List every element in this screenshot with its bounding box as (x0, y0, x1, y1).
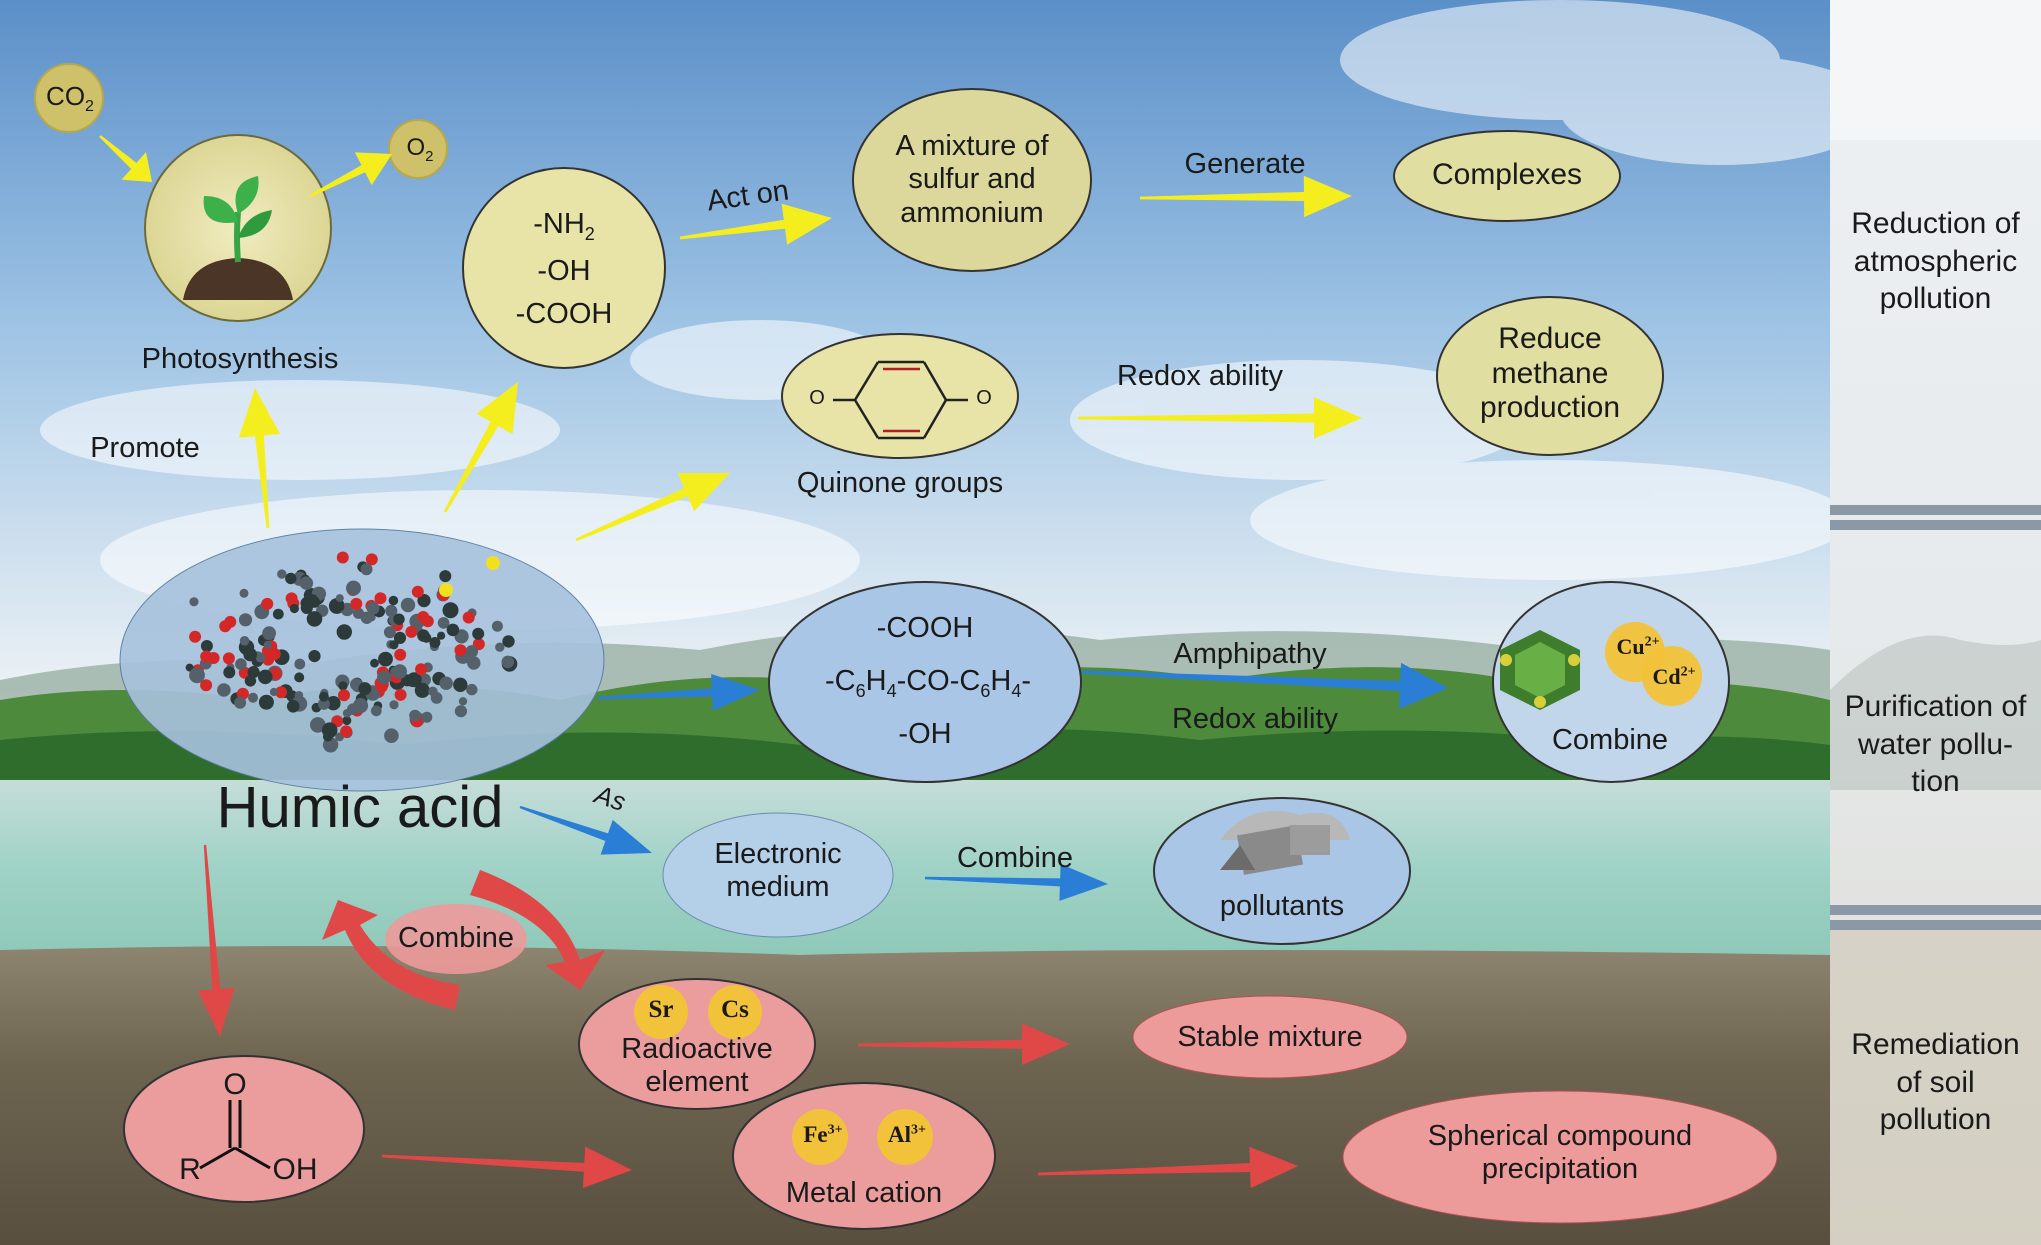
o2-node (388, 119, 448, 179)
water-groups-node (768, 581, 1082, 783)
stable-mixture-label: Stable mixture (1177, 1021, 1363, 1053)
stable-mixture-node (1132, 995, 1408, 1079)
complexes-label: Complexes (1431, 158, 1583, 191)
humic-molecule-icon (185, 551, 518, 753)
carboxyl-o: O (223, 1068, 247, 1101)
carboxyl-oh: OH (272, 1153, 318, 1186)
sidebar-divider (1830, 505, 2041, 515)
oh-label: -OH (537, 255, 591, 287)
fe-badge (792, 1109, 848, 1165)
pollutants-icon (1220, 810, 1350, 875)
curved-arrow-up (322, 900, 460, 1010)
sr-badge (634, 985, 688, 1039)
carboxyl-r: R (179, 1153, 201, 1186)
yellow-arrows (99, 135, 1362, 542)
arrow-humic-to-quinone (575, 473, 730, 542)
photosynthesis-label: Photosynthesis (141, 343, 339, 375)
al-badge (877, 1109, 933, 1165)
arrow-amphipathy (1081, 662, 1448, 709)
arrow-co2-to-plant (99, 135, 152, 182)
arrow-carboxyl-to-metal (381, 1146, 632, 1188)
complexes-node (1393, 130, 1621, 222)
spherical-label: Spherical compound precipitation (1427, 1120, 1693, 1186)
spherical-node (1342, 1090, 1778, 1224)
soil-combine-label: Combine (397, 922, 515, 954)
arrow-humic-to-water-groups (597, 673, 760, 711)
functional-groups-node (462, 167, 666, 369)
water-chain-label: -C6H4-CO-C6H4- (824, 665, 1031, 701)
reduce-methane-label: Reduce methane production (1479, 322, 1621, 424)
al-label: Al3+ (888, 1122, 926, 1147)
arrow-plant-to-o2 (309, 152, 392, 198)
metal-cation-label: Metal cation (785, 1177, 943, 1209)
sidebar-water-label: Purification of water pollu- tion (1844, 690, 2027, 798)
cooh-label: -COOH (515, 298, 613, 330)
fe-label: Fe3+ (803, 1122, 843, 1147)
sidebar-divider (1830, 905, 2041, 915)
arrow-metal-to-spherical (1037, 1146, 1298, 1189)
arrow-humic-to-plant (238, 388, 281, 529)
combine-water-label: Combine (956, 842, 1074, 874)
sr-label: Sr (648, 996, 674, 1023)
radioactive-label: Radioactive element (621, 1033, 773, 1099)
redox-atm-label: Redox ability (1116, 360, 1284, 392)
red-arrows (197, 844, 1298, 1189)
arrow-humic-to-carboxyl (197, 844, 235, 1037)
cs-label: Cs (721, 996, 749, 1023)
arrow-generate (1139, 175, 1352, 218)
carboxyl-node (123, 1055, 365, 1203)
arrow-as (519, 805, 652, 855)
sprout-icon (183, 176, 293, 300)
nh2-label: -NH2 (533, 208, 595, 244)
combine-metals-node (1492, 581, 1730, 783)
pollutants-label: pollutants (1219, 890, 1345, 922)
lake (0, 780, 1830, 960)
quinone-label: Quinone groups (796, 467, 1004, 499)
arrow-humic-to-groups (443, 382, 518, 513)
sidebar-atmospheric-label: Reduction of atmospheric pollution (1851, 207, 2020, 315)
arrow-redox-atm (1078, 397, 1362, 439)
water-cooh-label: -COOH (876, 612, 974, 644)
cs-badge (708, 985, 762, 1039)
mixture-label: A mixture of sulfur and ammonium (895, 130, 1049, 229)
cu-label: Cu2+ (1616, 634, 1660, 659)
amphipathy-label: Amphipathy (1173, 638, 1327, 670)
quinone-node (781, 333, 1019, 459)
co2-node (34, 63, 104, 133)
mixture-node (852, 88, 1092, 272)
reduce-methane-node (1436, 296, 1664, 456)
water-oh-label: -OH (898, 718, 952, 750)
co2-label: CO2 (46, 81, 94, 116)
redox-water-label: Redox ability (1171, 703, 1339, 735)
sidebar-soil-label: Remediation of soil pollution (1851, 1028, 2020, 1136)
carboxyl-structure-icon (199, 1100, 271, 1170)
blue-arrows (519, 662, 1448, 901)
humic-acid-label: Humic acid (216, 775, 504, 840)
combine-metals-label: Combine (1551, 724, 1669, 756)
quinone-o-right: O (976, 387, 992, 409)
arrow-radioactive-to-stable (857, 1023, 1070, 1065)
electronic-medium-label: Electronic medium (714, 838, 842, 904)
arrow-combine-water (924, 864, 1108, 901)
cd-badge (1642, 646, 1702, 706)
quinone-o-left: O (809, 387, 825, 409)
promote-label: Promote (90, 432, 200, 464)
cd-label: Cd2+ (1652, 664, 1696, 689)
soil-combine-node (385, 904, 527, 974)
electronic-medium-node (662, 812, 894, 938)
generate-label: Generate (1184, 148, 1306, 180)
o2-label: O2 (406, 134, 434, 165)
curved-arrow-down (470, 870, 605, 990)
arrow-act-on (679, 203, 832, 245)
graphene-icon (1500, 630, 1580, 710)
quinone-structure-icon (833, 360, 968, 440)
